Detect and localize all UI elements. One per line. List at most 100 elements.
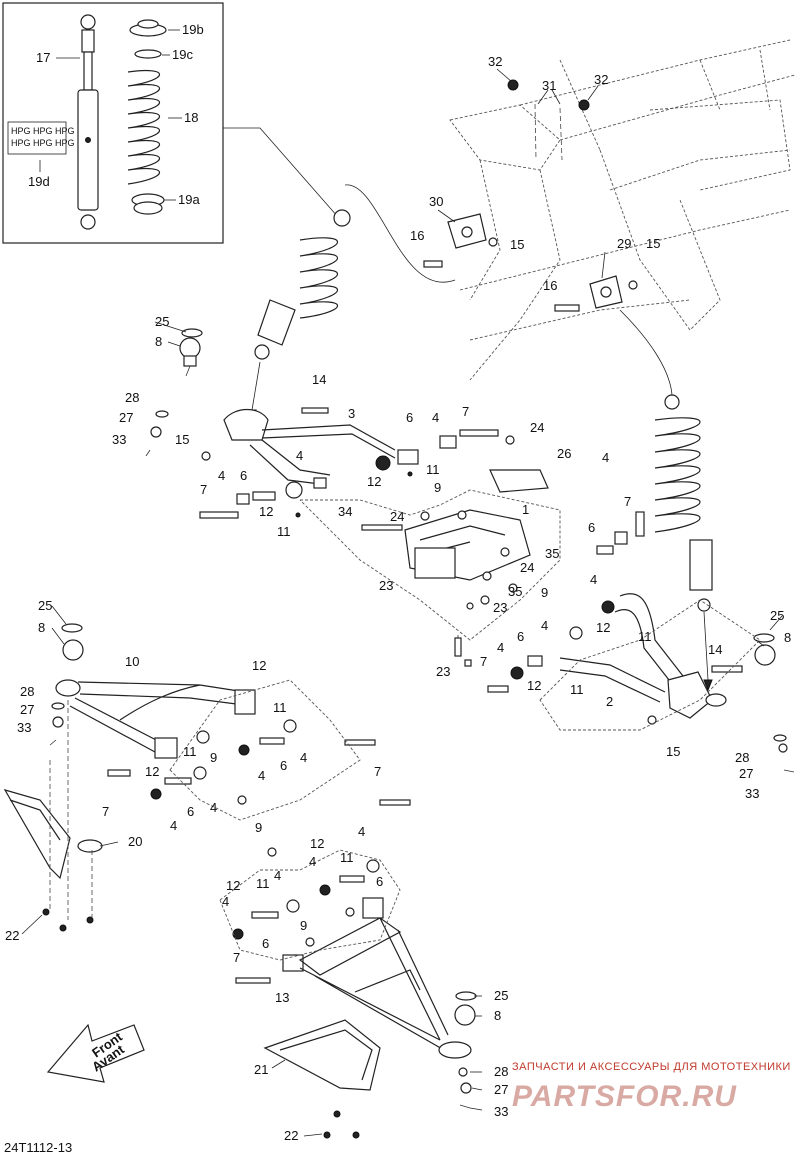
label-22-a: 22 (5, 928, 19, 943)
label-11-c: 11 (638, 629, 652, 644)
label-16-a: 16 (410, 228, 424, 243)
label-25-c: 25 (38, 598, 52, 613)
label-6-f: 6 (280, 758, 287, 773)
label-7-c: 7 (624, 494, 631, 509)
watermark-brand: PARTSFOR.RU (512, 1080, 737, 1113)
label-11-h: 11 (256, 876, 270, 891)
label-4-d: 4 (602, 450, 609, 465)
label-4-k: 4 (300, 750, 307, 765)
center-bracket-1 (299, 435, 561, 667)
label-15-d: 15 (666, 744, 680, 759)
label-27-d: 27 (494, 1082, 508, 1097)
label-9-a: 9 (434, 480, 441, 495)
label-12-g: 12 (310, 836, 324, 851)
upper-a-arm-2 (487, 511, 795, 773)
label-9-d: 9 (255, 820, 262, 835)
label-2: 2 (606, 694, 613, 709)
label-4-o: 4 (222, 894, 229, 909)
label-6-b: 6 (240, 468, 247, 483)
label-8-d: 8 (494, 1008, 501, 1023)
label-7-e: 7 (102, 804, 109, 819)
label-13: 13 (275, 990, 289, 1005)
shock-parts-inset: HPG HPG HPG HPG HPG HPG 17 19b 19c 18 19… (2, 2, 224, 244)
label-24-b: 24 (390, 509, 404, 524)
label-4-h: 4 (210, 800, 217, 815)
label-12-h: 12 (226, 878, 240, 893)
label-4-c: 4 (218, 468, 225, 483)
figure-code: 24T1112-13 (4, 1140, 72, 1155)
label-33-c: 33 (17, 720, 31, 735)
label-4-e: 4 (590, 572, 597, 587)
label-33-a: 33 (112, 432, 126, 447)
label-11-d: 11 (570, 682, 584, 697)
label-27-a: 27 (119, 410, 133, 425)
label-7-b: 7 (200, 482, 207, 497)
label-9-b: 9 (541, 585, 548, 600)
label-8-c: 8 (38, 620, 45, 635)
label-35-a: 35 (545, 546, 559, 561)
shock-decal-text-2: HPG HPG HPG (11, 138, 75, 148)
label-11-a: 11 (426, 462, 440, 477)
label-19d: 19d (28, 174, 50, 189)
shock-decal-text-1: HPG HPG HPG (11, 126, 75, 136)
label-6-c: 6 (588, 520, 595, 535)
label-4-n: 4 (274, 868, 281, 883)
label-7-d: 7 (480, 654, 487, 669)
lower-a-arm-10 (3, 623, 411, 932)
shock-absorber-drawing: HPG HPG HPG HPG HPG HPG (7, 14, 99, 230)
label-4-g: 4 (497, 640, 504, 655)
label-15-c: 15 (175, 432, 189, 447)
label-11-g: 11 (340, 850, 354, 865)
label-27-b: 27 (739, 766, 753, 781)
label-34: 34 (338, 504, 352, 519)
label-16-b: 16 (543, 278, 557, 293)
label-17: 17 (36, 50, 50, 65)
frame-brackets (423, 79, 638, 312)
label-28-b: 28 (735, 750, 749, 765)
label-3: 3 (348, 406, 355, 421)
label-23-b: 23 (493, 600, 507, 615)
label-33-d: 33 (494, 1104, 508, 1119)
label-25-a: 25 (155, 314, 169, 329)
label-14-b: 14 (708, 642, 722, 657)
label-12-d: 12 (527, 678, 541, 693)
lower-a-arm-13 (219, 849, 477, 1139)
label-18: 18 (184, 110, 198, 125)
label-14-a: 14 (312, 372, 326, 387)
label-19a: 19a (178, 192, 200, 207)
label-15-b: 15 (646, 236, 660, 251)
label-32-a: 32 (488, 54, 502, 69)
label-12-a: 12 (367, 474, 381, 489)
label-33-b: 33 (745, 786, 759, 801)
label-22-b: 22 (284, 1128, 298, 1143)
label-6-g: 6 (376, 874, 383, 889)
label-15-a: 15 (510, 237, 524, 252)
label-7-a: 7 (462, 404, 469, 419)
label-6-d: 6 (517, 629, 524, 644)
front-direction-arrow: Front Avant (46, 1023, 145, 1083)
label-10: 10 (125, 654, 139, 669)
label-4-b: 4 (296, 448, 303, 463)
label-11-b: 11 (277, 524, 291, 539)
label-35-b: 35 (508, 584, 522, 599)
label-4-f: 4 (541, 618, 548, 633)
watermark-tagline: ЗАПЧАСТИ И АКСЕССУАРЫ ДЛЯ МОТОТЕХНИКИ (512, 1061, 791, 1073)
spring-drawing (127, 69, 161, 185)
label-8-b: 8 (784, 630, 791, 645)
label-29: 29 (617, 236, 631, 251)
label-7-f: 7 (374, 764, 381, 779)
label-12-e: 12 (252, 658, 266, 673)
label-19b: 19b (182, 22, 204, 37)
right-shock-assembly (619, 309, 713, 692)
label-26: 26 (557, 446, 571, 461)
label-19c: 19c (172, 47, 193, 62)
left-shock-assembly (247, 209, 351, 422)
label-9-c: 9 (210, 750, 217, 765)
label-11-f: 11 (183, 744, 197, 759)
label-24-c: 24 (520, 560, 534, 575)
label-12-b: 12 (259, 504, 273, 519)
label-8-a: 8 (155, 334, 162, 349)
label-6-e: 6 (187, 804, 194, 819)
label-20: 20 (128, 834, 142, 849)
